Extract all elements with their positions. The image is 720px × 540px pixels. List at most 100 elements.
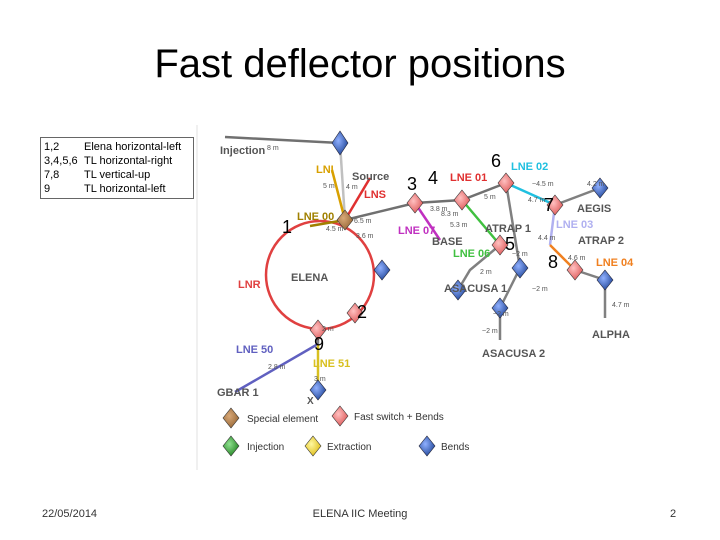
distance-label: 8 m (267, 145, 279, 152)
lne07-line (413, 202, 442, 241)
legend-key: 9 (44, 183, 51, 195)
bend-marker (373, 259, 391, 281)
footer-date: 22/05/2014 (42, 508, 98, 520)
special-element-icon (222, 407, 240, 429)
lne06-line (461, 199, 501, 246)
label-lne06: LNE 06 (453, 248, 490, 260)
bend-marker (331, 130, 349, 156)
label-lnr: LNR (238, 279, 261, 291)
label-asacusa2: ASACUSA 2 (482, 348, 545, 360)
fast-switch-marker (346, 302, 364, 324)
legend-text: TL horizontal-right (84, 155, 173, 167)
distance-label: 4.6 m (568, 255, 586, 262)
distance-label: 4.5 m (326, 226, 344, 233)
deflector-number: 6 (491, 151, 501, 171)
label-injection: Injection (220, 145, 266, 157)
lni-line (330, 169, 347, 221)
beamlines (224, 135, 607, 394)
fast-switch-icon (331, 405, 349, 427)
distance-label: 5 m (484, 194, 496, 201)
fast-switch-marker (566, 259, 584, 281)
fast-switch-marker (546, 194, 564, 216)
special-marker (336, 209, 354, 231)
legend-text: TL vertical-up (84, 169, 151, 181)
bend-marker (596, 269, 614, 291)
deflector-number: 9 (314, 334, 324, 354)
label-x: X (307, 396, 314, 407)
legend-text: Elena horizontal-left (84, 141, 182, 153)
distance-label: 5 m (323, 183, 335, 190)
label-lne50: LNE 50 (236, 344, 273, 356)
line-labels: Injection LNI Source LNS LNE 00 LNE 07 B… (217, 145, 634, 407)
extraction-icon (304, 435, 322, 457)
distance-label: ~2 m (493, 311, 509, 318)
label-lne02: LNE 02 (511, 161, 548, 173)
distance-label: 3.6 m (356, 233, 374, 240)
element-markers (309, 130, 614, 401)
distance-label: ~2 m (482, 328, 498, 335)
label-gbar1: GBAR 1 (217, 387, 259, 399)
label-lne01: LNE 01 (450, 172, 487, 184)
deflector-number: 7 (544, 195, 554, 215)
distance-label: 4 m (346, 184, 358, 191)
fast-switch-marker (491, 234, 509, 256)
lns-line (343, 177, 372, 221)
label-lne03: LNE 03 (556, 219, 593, 231)
main-transfer-line (344, 181, 507, 222)
legend-row: 7,8 TL vertical-up (44, 168, 150, 183)
injection-line (224, 135, 341, 145)
label-lne07: LNE 07 (398, 225, 435, 237)
deflector-number: 1 (282, 217, 292, 237)
label-lns: LNS (364, 189, 386, 201)
legend-row: 1,2 Elena horizontal-left (44, 140, 181, 155)
lne02-line (505, 181, 556, 207)
distance-label: 4.2 m (587, 181, 605, 188)
label-base: BASE (432, 236, 463, 248)
distance-label: 5.3 m (450, 222, 468, 229)
label-asacusa1: ASACUSA 1 (444, 283, 507, 295)
distance-label: 4.7 m (612, 302, 630, 309)
distance-labels: 8 m 5 m 4 m 4.5 m 3.6 m 6.5 m 3.8 m 8.3 … (267, 145, 630, 383)
footer-meeting: ELENA IIC Meeting (312, 508, 408, 520)
bend-marker (491, 297, 509, 319)
lne50-line (234, 342, 319, 394)
lne06-end-line (456, 244, 501, 291)
injection-icon (222, 435, 240, 457)
distance-label: ~4.5 m (532, 181, 554, 188)
legend-special-label: Special element (247, 414, 318, 425)
legend-injection-label: Injection (247, 442, 284, 453)
symbol-legend: Special element Fast switch + Bends Inje… (222, 405, 469, 457)
label-aegis: AEGIS (577, 203, 611, 215)
bend-marker (591, 177, 609, 199)
bends-icon (418, 435, 436, 457)
label-atrap2: ATRAP 2 (578, 235, 624, 247)
fast-switch-marker (406, 192, 424, 214)
distance-label: 2 m (322, 326, 334, 333)
fast-switch-marker (453, 189, 471, 211)
label-lne04: LNE 04 (596, 257, 634, 269)
fast-switch-marker (497, 172, 515, 194)
deflector-number: 8 (548, 252, 558, 272)
injection-drop-line (338, 142, 347, 221)
legend-key: 7,8 (44, 169, 60, 181)
legend-key: 1,2 (44, 141, 60, 153)
label-atrap1: ATRAP 1 (485, 223, 531, 235)
label-elena: ELENA (291, 272, 328, 284)
legend-extraction-label: Extraction (327, 442, 371, 453)
footer-page-number: 2 (670, 508, 677, 520)
deflector-number: 3 (407, 174, 417, 194)
legend-fast-switch-label: Fast switch + Bends (354, 412, 444, 423)
distance-label: 4.4 m (538, 235, 556, 242)
deflector-number: 5 (505, 234, 515, 254)
distance-label: ~2 m (532, 286, 548, 293)
deflector-numbers: 1 2 3 4 5 6 7 8 9 (282, 151, 558, 354)
asacusa-line (498, 182, 522, 340)
label-source: Source (352, 171, 389, 183)
bend-marker (511, 257, 529, 279)
deflector-number: 2 (357, 302, 367, 322)
page-title: Fast deflector positions (154, 42, 566, 86)
distance-label: 3 m (314, 376, 326, 383)
